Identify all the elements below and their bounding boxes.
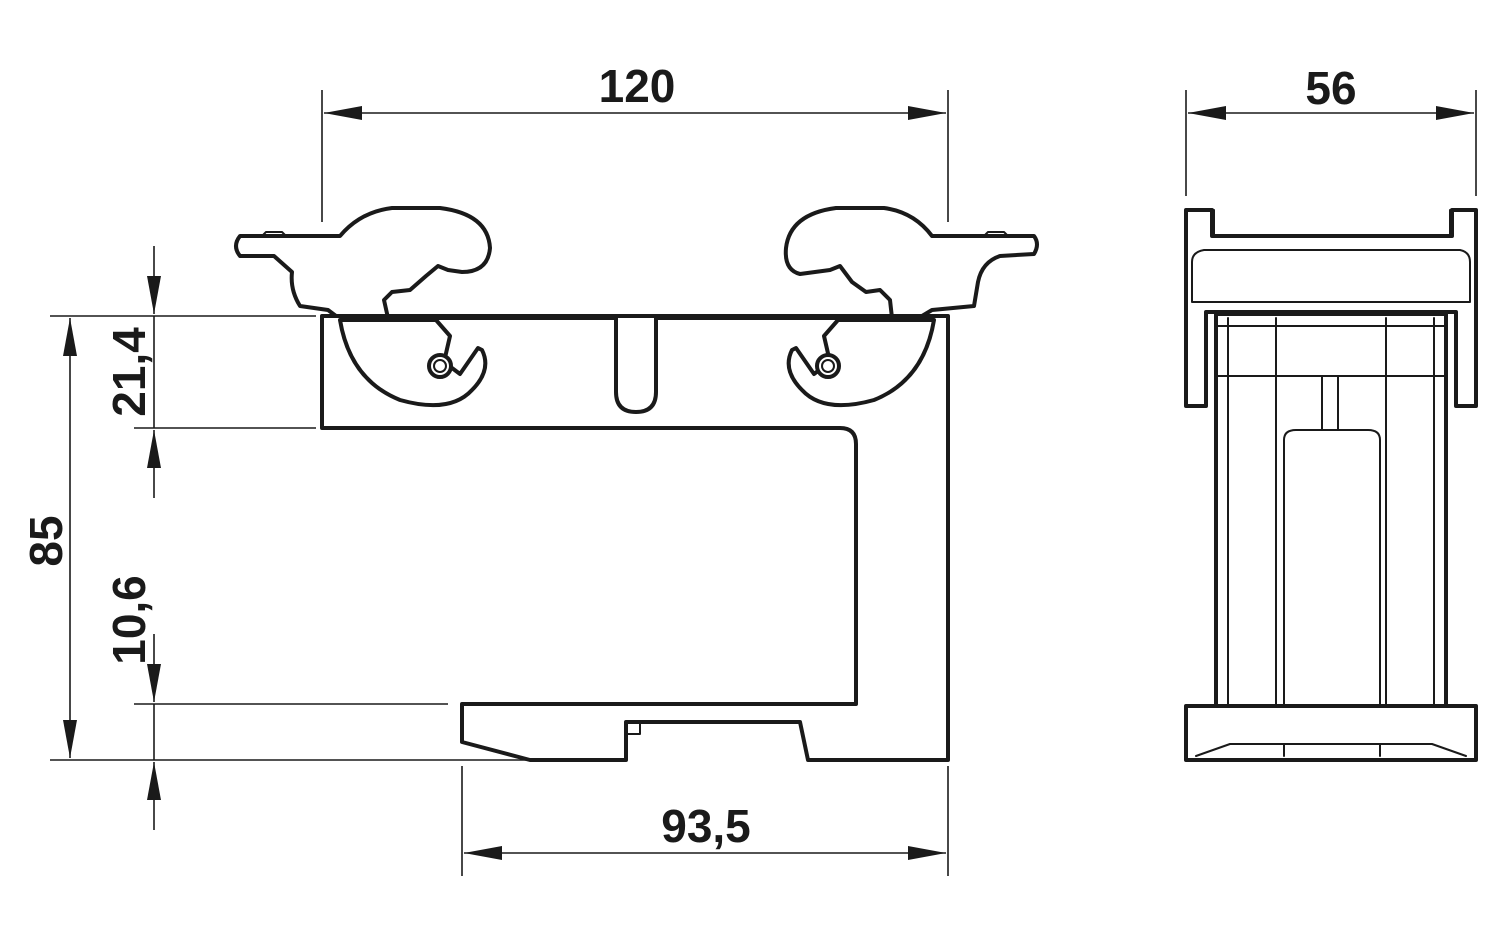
dim-10-6-label: 10,6 <box>103 575 155 665</box>
right-ridge-detail <box>983 231 1009 237</box>
left-ridge-detail <box>261 231 287 237</box>
dim-21-4-label: 21,4 <box>103 327 155 417</box>
dim-120: 120 <box>321 60 949 222</box>
side-inner-channel <box>1283 429 1381 705</box>
front-body <box>320 314 950 762</box>
dim-93-5-label: 93,5 <box>661 800 751 852</box>
left-latch-hook <box>338 318 488 408</box>
side-crosslines <box>1215 325 1447 377</box>
dim-56-label: 56 <box>1305 62 1356 114</box>
dim-85: 85 <box>20 315 526 761</box>
dim-120-label: 120 <box>599 60 676 112</box>
side-inner-walls <box>1227 317 1435 705</box>
dim-93-5: 93,5 <box>461 766 949 876</box>
side-foot-ticks <box>1283 743 1381 757</box>
right-latch-pin <box>815 353 841 379</box>
right-latch-pin-inner <box>821 359 835 373</box>
left-latch-pin-inner <box>433 359 447 373</box>
dim-10-6: 10,6 <box>103 575 448 830</box>
dim-56: 56 <box>1185 62 1477 196</box>
side-cap-inner-panel <box>1191 249 1471 303</box>
right-latch-hook <box>786 318 936 408</box>
side-cap-ears <box>1213 209 1451 237</box>
side-body <box>1214 312 1448 708</box>
center-slot <box>614 316 658 414</box>
dim-21-4: 21,4 <box>103 246 316 498</box>
front-latch-frame <box>234 206 1039 320</box>
front-view <box>234 206 1039 762</box>
side-view <box>1184 208 1478 762</box>
side-column-lines <box>1275 317 1387 705</box>
side-foot-chamfer <box>1195 743 1467 757</box>
side-foot <box>1184 704 1478 762</box>
left-latch-pin <box>427 353 453 379</box>
rail-notch-detail <box>625 721 641 735</box>
dim-85-label: 85 <box>20 515 72 566</box>
side-top-cap <box>1184 208 1478 408</box>
